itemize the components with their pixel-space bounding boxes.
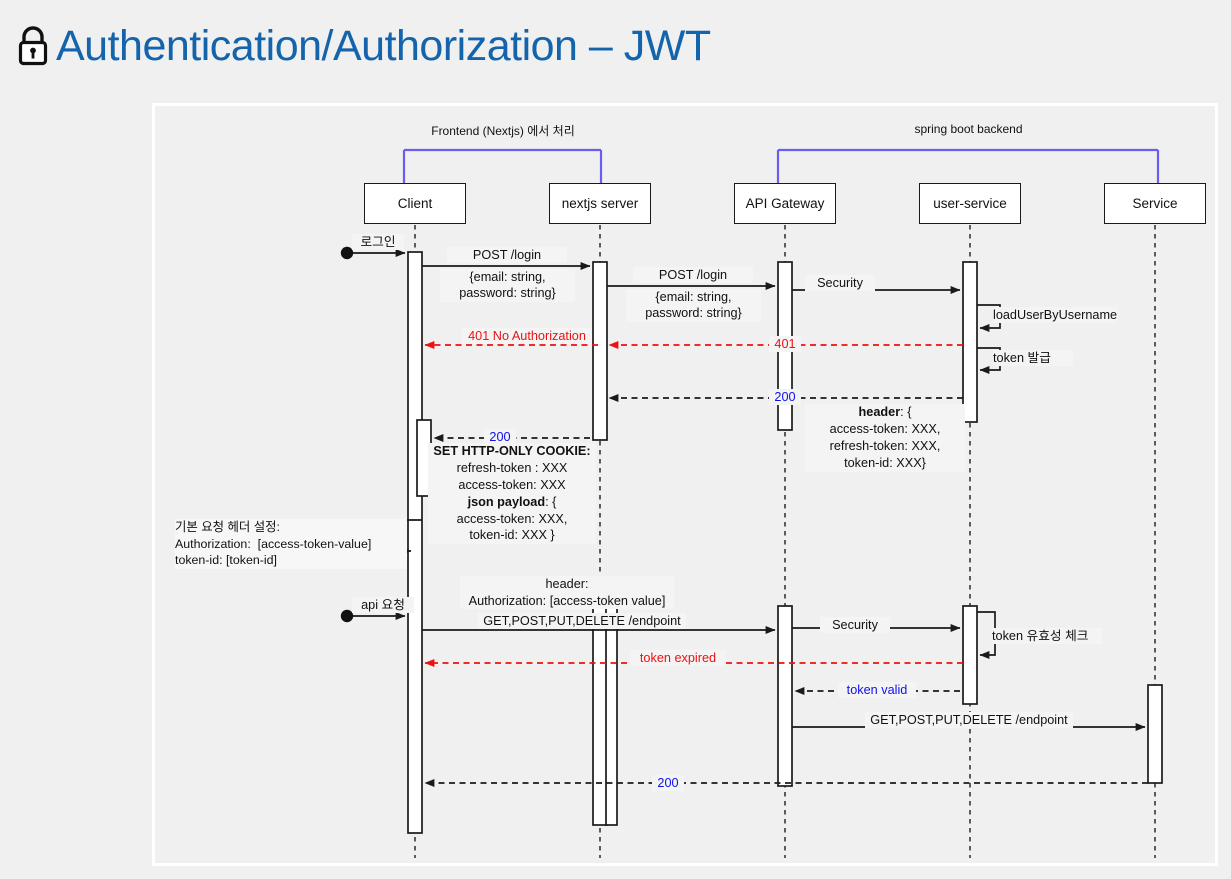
page-title: Authentication/Authorization – JWT	[56, 21, 711, 70]
participant-label: user-service	[933, 196, 1007, 211]
actor-start-api	[340, 609, 354, 623]
message-label-load-user-by-username: loadUserByUsername	[993, 307, 1118, 324]
participant-api-gateway[interactable]: API Gateway	[734, 183, 836, 224]
note-default-request-header: 기본 요청 헤더 설정: Authorization: [access-toke…	[175, 519, 407, 569]
message-label-endpoint-2: GET,POST,PUT,DELETE /endpoint	[865, 712, 1073, 729]
message-label-200-final: 200	[652, 775, 684, 792]
message-label-401: 401	[769, 336, 801, 353]
message-label-post-login-2: POST /login	[633, 267, 753, 284]
message-label-token-issue: token 발급	[993, 350, 1073, 367]
message-label-login: 로그인	[352, 234, 404, 251]
message-note-request-header: header: Authorization: [access-token val…	[460, 576, 674, 609]
participant-label: nextjs server	[561, 196, 639, 211]
group-label-backend: spring boot backend	[914, 122, 1023, 136]
message-label-token-expired: token expired	[630, 650, 726, 667]
message-label-token-validity-check: token 유효성 체크	[992, 628, 1102, 645]
participant-label: Service	[1132, 196, 1178, 211]
message-label-post-login-1: POST /login	[447, 247, 567, 264]
message-label-200-nextjs: 200	[484, 429, 516, 446]
message-label-200-gateway: 200	[769, 389, 801, 406]
message-note-set-cookie: SET HTTP-ONLY COOKIE:refresh-token : XXX…	[428, 443, 596, 545]
group-bracket-backend	[776, 148, 1160, 186]
message-label-api-request: api 요청	[352, 597, 414, 614]
page-header: Authentication/Authorization – JWT	[0, 0, 1231, 92]
participant-label: API Gateway	[745, 196, 825, 211]
lock-icon	[18, 26, 48, 66]
message-label-security-1: Security	[805, 275, 875, 292]
participant-client[interactable]: Client	[364, 183, 466, 224]
message-label-token-valid: token valid	[838, 682, 916, 699]
group-bracket-frontend	[402, 148, 603, 186]
message-label-security-2: Security	[820, 617, 890, 634]
diagram-frame	[152, 103, 1218, 866]
group-label-frontend: Frontend (Nextjs) 에서 처리	[431, 124, 575, 138]
message-label-401-no-authorization: 401 No Authorization	[462, 328, 592, 345]
activation-bars	[407, 251, 1163, 834]
participant-user-service[interactable]: user-service	[919, 183, 1021, 224]
message-label-login-body-1: {email: string, password: string}	[440, 269, 575, 302]
participant-service[interactable]: Service	[1104, 183, 1206, 224]
participant-nextjs-server[interactable]: nextjs server	[549, 183, 651, 224]
message-label-login-body-2: {email: string, password: string}	[626, 289, 761, 322]
message-label-endpoint-1: GET,POST,PUT,DELETE /endpoint	[478, 613, 686, 630]
message-note-header-tokens: header: {access-token: XXX,refresh-token…	[805, 404, 965, 472]
actor-start-login	[340, 246, 354, 260]
messages-dashed	[424, 341, 1148, 787]
participant-label: Client	[397, 196, 433, 211]
